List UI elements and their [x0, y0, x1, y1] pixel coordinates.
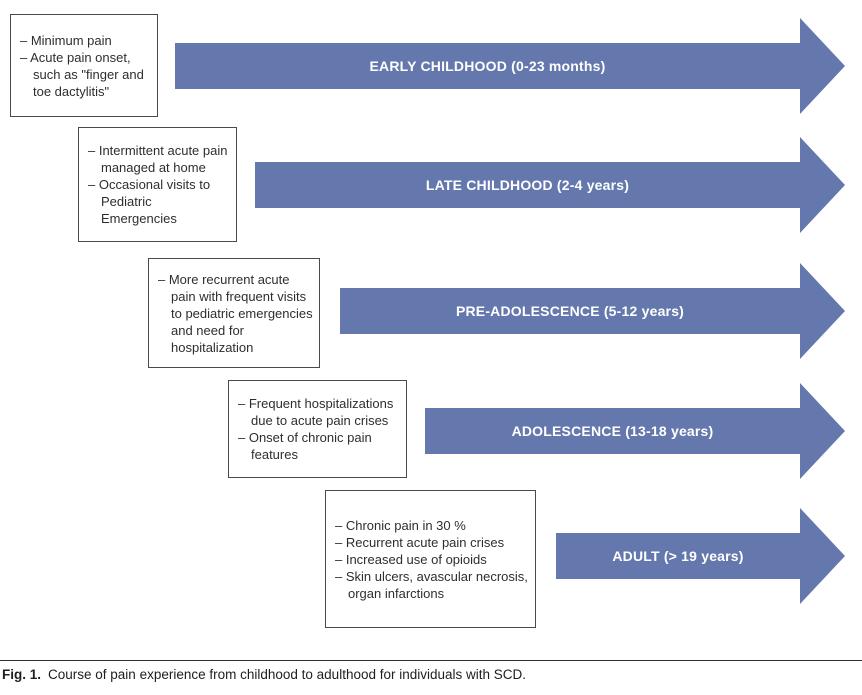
- bullet-item: – Intermittent acute pain managed at hom…: [88, 143, 228, 175]
- info-box-pre-adolescence: – More recurrent acute pain with frequen…: [148, 258, 320, 368]
- bullet-item: – Skin ulcers, avascular necrosis, organ…: [335, 568, 528, 601]
- bullet-item: – More recurrent acute pain with frequen…: [158, 271, 313, 355]
- bullet-item: – Recurrent acute pain crises: [335, 534, 505, 550]
- figure-caption: Fig. 1. Course of pain experience from ch…: [0, 660, 862, 682]
- timeline-arrow-pre-adolescence: PRE-ADOLESCENCE (5-12 years): [340, 263, 845, 359]
- timeline-arrow-late-childhood: LATE CHILDHOOD (2-4 years): [255, 137, 845, 233]
- bullet-item: – Acute pain onset, such as "finger and …: [20, 49, 144, 99]
- arrow-head-icon: [800, 508, 845, 604]
- timeline-arrow-adolescence: ADOLESCENCE (13-18 years): [425, 383, 845, 479]
- bullet-item: – Chronic pain in 30 %: [335, 517, 466, 533]
- bullet-list: – Minimum pain – Acute pain onset, such …: [20, 32, 151, 100]
- arrow-body: PRE-ADOLESCENCE (5-12 years): [340, 288, 800, 334]
- arrow-head-icon: [800, 383, 845, 479]
- bullet-list: – Chronic pain in 30 % – Recurrent acute…: [335, 517, 529, 602]
- arrow-label-late-childhood: LATE CHILDHOOD (2-4 years): [425, 177, 630, 193]
- timeline-arrow-early-childhood: EARLY CHILDHOOD (0-23 months): [175, 18, 845, 114]
- arrow-label-adult: ADULT (> 19 years): [612, 548, 744, 564]
- arrow-head-icon: [800, 18, 845, 114]
- figure-caption-label: Fig. 1.: [2, 667, 42, 682]
- info-box-adolescence: – Frequent hospitalizations due to acute…: [228, 380, 407, 478]
- arrow-head-icon: [800, 137, 845, 233]
- bullet-list: – More recurrent acute pain with frequen…: [158, 271, 313, 356]
- arrow-head-icon: [800, 263, 845, 359]
- bullet-item: – Increased use of opioids: [335, 551, 487, 567]
- arrow-body: ADULT (> 19 years): [556, 533, 800, 579]
- bullet-list: – Frequent hospitalizations due to acute…: [238, 395, 400, 463]
- info-box-late-childhood: – Intermittent acute pain managed at hom…: [78, 127, 237, 242]
- arrow-body: EARLY CHILDHOOD (0-23 months): [175, 43, 800, 89]
- arrow-label-pre-adolescence: PRE-ADOLESCENCE (5-12 years): [455, 303, 685, 319]
- arrow-body: ADOLESCENCE (13-18 years): [425, 408, 800, 454]
- info-box-adult: – Chronic pain in 30 % – Recurrent acute…: [325, 490, 536, 628]
- bullet-item: – Frequent hospitalizations due to acute…: [238, 396, 394, 428]
- info-box-early-childhood: – Minimum pain – Acute pain onset, such …: [10, 14, 158, 117]
- bullet-item: – Minimum pain: [20, 32, 112, 48]
- bullet-item: – Onset of chronic pain features: [238, 430, 372, 462]
- bullet-list: – Intermittent acute pain managed at hom…: [88, 142, 230, 227]
- arrow-label-early-childhood: EARLY CHILDHOOD (0-23 months): [369, 58, 606, 74]
- bullet-item: – Occasional visits to Pediatric Emergen…: [88, 177, 211, 226]
- arrow-body: LATE CHILDHOOD (2-4 years): [255, 162, 800, 208]
- timeline-arrow-adult: ADULT (> 19 years): [556, 508, 845, 604]
- figure-caption-text: Course of pain experience from childhood…: [48, 667, 527, 682]
- arrow-label-adolescence: ADOLESCENCE (13-18 years): [511, 423, 714, 439]
